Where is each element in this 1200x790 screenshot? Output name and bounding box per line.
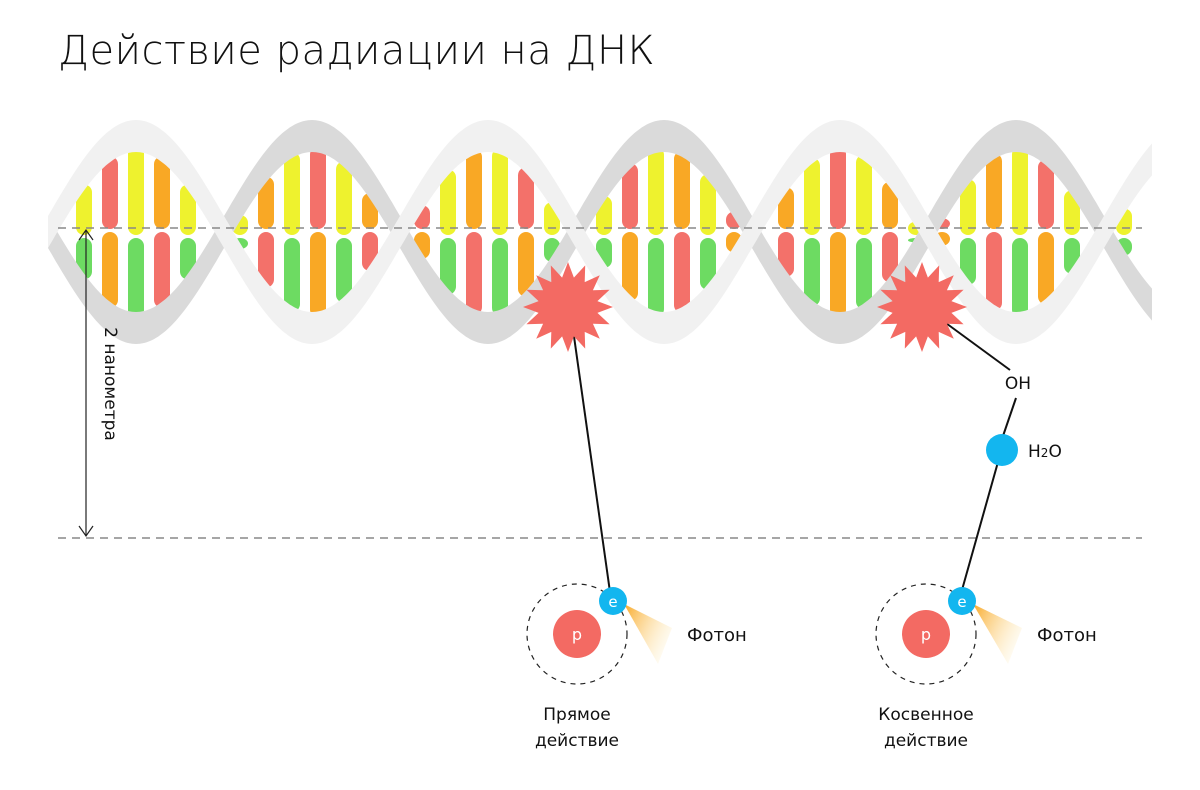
dna-base [492, 148, 508, 235]
indirect-caption-line2: действие [884, 731, 968, 751]
dna-base [674, 232, 690, 314]
dna-base [102, 156, 118, 229]
dna-base [518, 167, 534, 229]
dna-base [128, 146, 144, 235]
dna-base [856, 238, 872, 310]
dna-base [1012, 146, 1028, 235]
dna-base [1038, 232, 1054, 305]
indirect-electron-label: e [957, 593, 966, 611]
indirect-photon-label: Фотон [1037, 625, 1097, 646]
direct-caption-line1: Прямое [543, 705, 611, 725]
dna-base [700, 174, 716, 235]
dna-base [648, 146, 664, 235]
indirect-photon-beam [973, 604, 1022, 664]
dna-base [960, 238, 976, 285]
dna-base [336, 238, 352, 303]
dna-base [830, 146, 846, 229]
dna-base [310, 146, 326, 229]
direct-proton-label: p [572, 625, 582, 644]
dna-base [856, 154, 872, 235]
indirect-ionization-track [961, 461, 999, 591]
dna-base [882, 232, 898, 283]
dna-base [336, 161, 352, 235]
dna-base [960, 179, 976, 235]
dna-base [1038, 159, 1054, 229]
direct-ionization-track [569, 307, 611, 593]
dna-base [258, 176, 274, 229]
direct-caption-line2: действие [535, 731, 619, 751]
dna-base [310, 232, 326, 318]
dna-base [76, 184, 92, 235]
dna-base [986, 153, 1002, 229]
dna-base [284, 152, 300, 235]
direct-proton [553, 610, 601, 658]
indirect-action: OH H2O p e Фотон Косвенное действие [875, 262, 1097, 751]
indirect-caption-line1: Косвенное [878, 705, 973, 725]
scale-label: 2 нанометра [100, 327, 120, 441]
dna-base [154, 156, 170, 229]
indirect-electron [948, 587, 976, 615]
direct-photon-beam [624, 604, 672, 664]
dna-helix [48, 120, 1152, 344]
dna-front-strand [48, 120, 1152, 344]
dna-base [830, 232, 846, 318]
dna-base [986, 232, 1002, 311]
dna-base [804, 238, 820, 307]
direct-action: p e Фотон Прямое действие [523, 262, 747, 751]
dna-base [466, 148, 482, 229]
dna-base [440, 238, 456, 295]
water-label: H2O [1028, 442, 1062, 462]
dna-base [622, 163, 638, 229]
dna-base [518, 232, 534, 297]
direct-photon-label: Фотон [687, 625, 747, 646]
dna-base [466, 232, 482, 316]
dna-base [648, 238, 664, 318]
dna-base [700, 238, 716, 290]
dna-base [674, 150, 690, 229]
dna-base [154, 232, 170, 308]
page-title: Действие радиации на ДНК [58, 28, 656, 74]
direct-electron-orbit [526, 583, 628, 685]
indirect-electron-orbit [875, 583, 977, 685]
dna-base [128, 238, 144, 318]
dna-base [804, 157, 820, 235]
dna-base [622, 232, 638, 301]
dna-base [440, 169, 456, 235]
dna-base [180, 184, 196, 235]
direct-damage-burst [523, 262, 613, 352]
direct-electron [599, 587, 627, 615]
dna-strands [48, 120, 1152, 344]
water-molecule [986, 434, 1018, 466]
indirect-proton-label: p [921, 625, 931, 644]
indirect-damage-burst [877, 262, 967, 352]
dna-base [1012, 238, 1028, 318]
dna-base [882, 181, 898, 229]
dna-base [102, 232, 118, 308]
hydroxyl-radical-label: OH [1005, 374, 1031, 394]
indirect-proton [902, 610, 950, 658]
indirect-radical-link [1002, 397, 1017, 437]
dna-base [284, 238, 300, 312]
direct-electron-label: e [608, 593, 617, 611]
dna-base [258, 232, 274, 288]
dna-base [492, 238, 508, 316]
scale-arrow [78, 228, 94, 538]
